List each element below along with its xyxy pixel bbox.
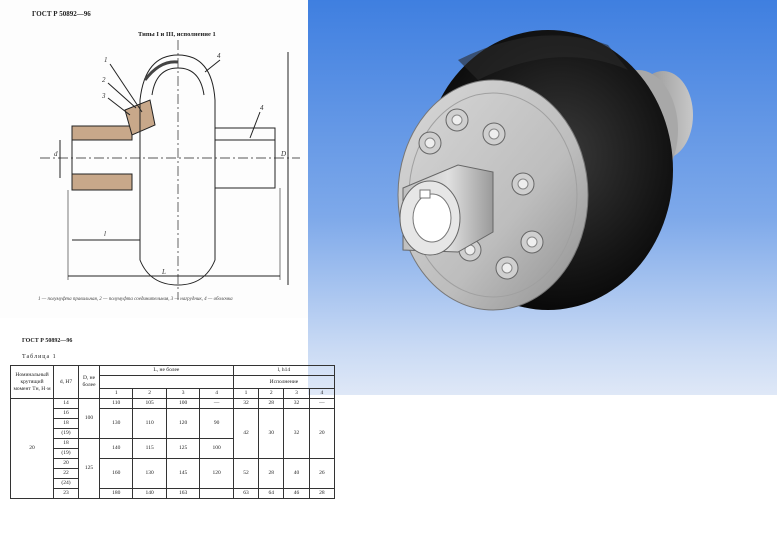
label-part-3: 3 [102,92,106,100]
table-cell: (24) [53,478,79,489]
technical-drawing: ГОСТ Р 50892—96 Типы I и III, исполнение… [0,0,308,318]
table-cell: 125 [78,438,100,499]
label-part-4: 4 [260,104,264,112]
drawing-standard: ГОСТ Р 50892—96 [32,10,91,18]
table-cell: 32 [232,398,260,409]
col-header: 3 [165,388,201,399]
label-part-4-top: 4 [217,52,221,60]
table-cell: 30 [258,408,285,459]
render-panel [308,0,777,395]
col-header: 1 [232,388,260,399]
table-cell: — [308,398,336,409]
table-cell: 110 [98,398,134,409]
col-header: 4 [308,388,336,399]
table-cell: 20 [53,458,79,469]
keyway [419,189,431,199]
table-standard: ГОСТ Р 50892—96 [22,338,73,344]
table-cell: 28 [308,488,336,499]
table-cell: 100 [78,398,100,439]
table-cell: 145 [165,458,201,489]
table-cell: 22 [53,468,79,479]
table-cell: 14 [53,398,79,409]
table-cell: 160 [98,458,134,489]
label-part-2: 2 [102,76,106,84]
coupling-section-drawing [40,40,300,300]
table-cell: 100 [199,438,234,459]
table-cell: 40 [283,458,310,489]
spec-table: Номинальный крутящий момент Tн, Н·м d, H… [10,365,336,499]
table-cell: 18 [53,418,79,429]
table-cell: 28 [258,458,285,489]
label-L: L [162,268,166,276]
header-D: D, не более [78,365,100,399]
table-cell: 42 [232,408,260,459]
col-header: 2 [258,388,285,399]
spec-table-section: ГОСТ Р 50892—96 Таблица 1 Номинальный кр… [0,330,340,543]
coupling-render [397,30,693,311]
table-cell: 100 [165,398,201,409]
label-l: l [104,230,106,238]
table-cell: 115 [132,438,167,459]
table-cell [199,488,234,499]
table-cell: 120 [199,458,234,489]
label-part-1: 1 [104,56,108,64]
table-title: Таблица 1 [22,354,57,360]
table-cell: 20 [308,408,336,459]
table-cell: 90 [199,408,234,439]
header-execution: Исполнение [232,375,336,389]
header-d: d, H7 [53,365,79,399]
table-cell: 32 [283,398,310,409]
label-d: d [54,150,58,158]
table-cell: 163 [165,488,201,499]
table-cell: 140 [132,488,167,499]
table-cell: 64 [258,488,285,499]
table-cell: 105 [132,398,167,409]
table-cell: 63 [232,488,260,499]
table-cell: 180 [98,488,134,499]
bore [412,193,452,243]
table-cell: (19) [53,448,79,459]
table-cell: 140 [98,438,134,459]
table-cell: 120 [165,408,201,439]
label-D: D [281,150,287,158]
drawing-subtitle: Типы I и III, исполнение 1 [138,31,216,38]
table-cell: 110 [132,408,167,439]
table-cell: 23 [53,488,79,499]
torque-value: 20 [10,398,54,499]
table-cell: 130 [98,408,134,439]
table-cell: 28 [258,398,285,409]
header-torque: Номинальный крутящий момент Tн, Н·м [10,365,54,399]
table-cell: 26 [308,458,336,489]
bolt-ring [418,108,544,280]
col-header: 1 [98,388,134,399]
table-cell: 16 [53,408,79,419]
col-header: 3 [283,388,310,399]
table-cell: 32 [283,408,310,459]
table-cell: 46 [283,488,310,499]
header-l: l, h14 [232,365,336,376]
table-cell: 125 [165,438,201,459]
header-L: L, не более [99,365,234,376]
col-header: 2 [132,388,167,399]
table-cell: 18 [53,438,79,449]
table-cell: (19) [53,428,79,439]
table-cell: — [199,398,234,409]
col-header: 4 [199,388,234,399]
drawing-caption: 1 — полумуфта правильная, 2 — полумуфта … [38,297,233,302]
table-cell: 52 [232,458,260,489]
table-cell: 130 [132,458,167,489]
